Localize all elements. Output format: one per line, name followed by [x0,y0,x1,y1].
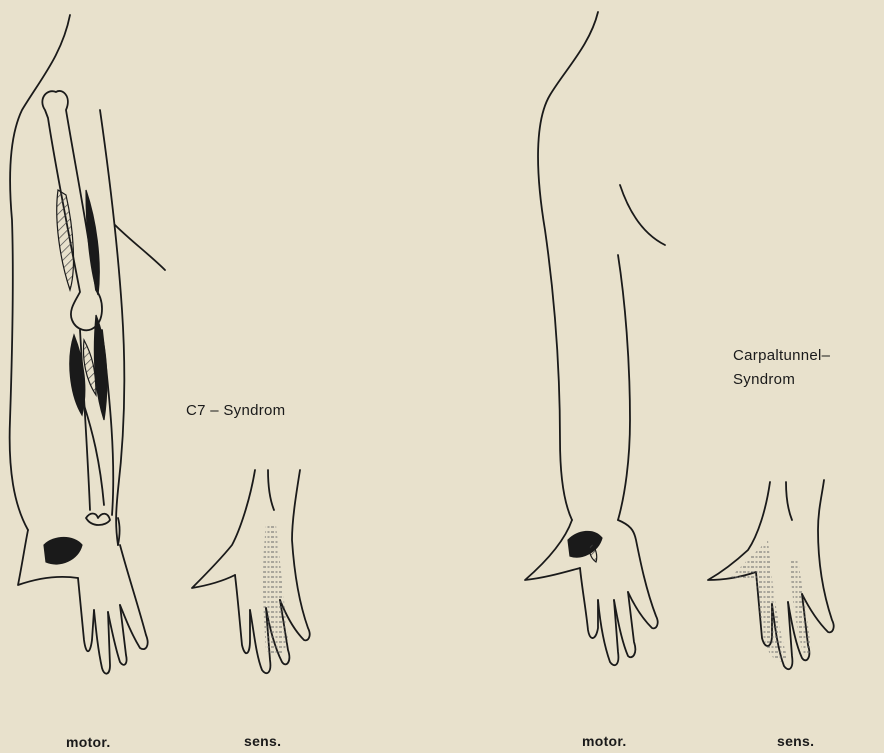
right-arm-muscles [568,531,602,562]
left-motor-caption: motor. [66,734,111,750]
right-hand-sensory-area [730,540,812,662]
left-sens-caption: sens. [244,733,281,749]
right-motor-caption: motor. [582,733,627,749]
left-hand-sensory-drawing [192,470,310,673]
left-hand-sensory-area [263,525,288,655]
right-arm-motor-drawing [525,12,665,665]
carpaltunnel-syndrome-label: Carpaltunnel– Syndrom [733,344,830,392]
carpaltunnel-label-line2: Syndrom [733,368,830,392]
left-arm-motor-drawing [10,15,165,674]
left-arm-muscles [44,190,107,564]
c7-syndrome-label: C7 – Syndrom [186,402,285,419]
right-sens-caption: sens. [777,733,814,749]
carpaltunnel-label-line1: Carpaltunnel– [733,344,830,368]
